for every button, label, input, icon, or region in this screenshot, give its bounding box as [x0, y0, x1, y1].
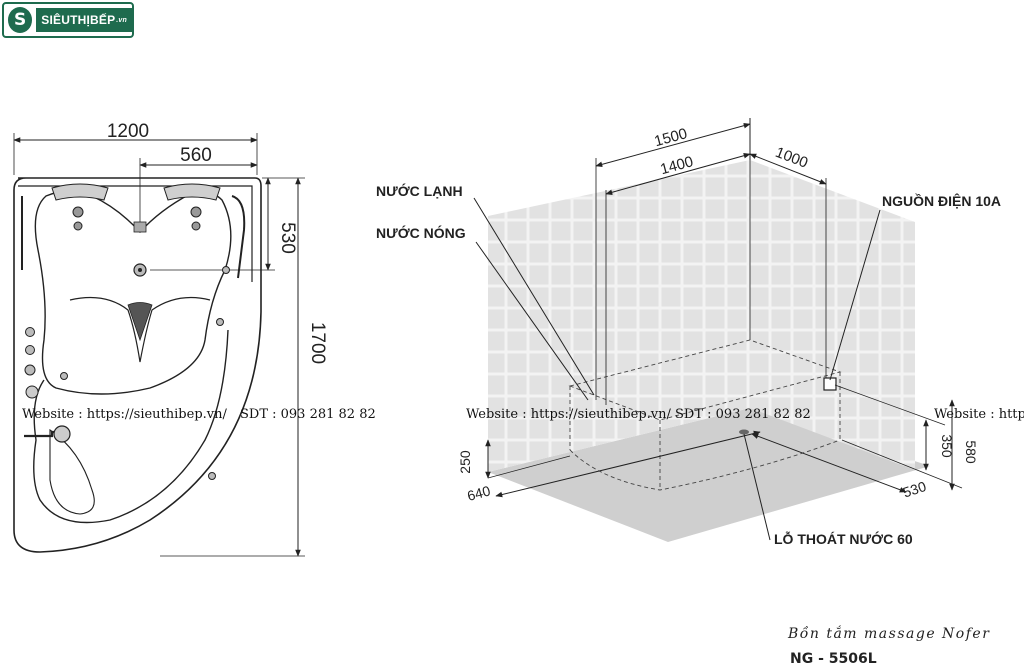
- product-code: NG - 5506L: [790, 651, 877, 667]
- jet-icon: [190, 206, 202, 218]
- product-name: Bồn tắm massage Nofer: [788, 626, 991, 642]
- dim-line-pipe-offset: [495, 430, 761, 498]
- control-knob-icon: [25, 385, 39, 399]
- control-knob-icon: [25, 327, 35, 337]
- faucet-handle-icon: [53, 425, 71, 443]
- tub-foot-well: [33, 329, 229, 524]
- leader-cold-water: [473, 197, 595, 396]
- jet-icon: [222, 266, 230, 274]
- jet-icon: [208, 472, 216, 480]
- tub-center-ridge: [127, 302, 153, 342]
- logo-brand: SIÊUTHỊBẾP.vn: [36, 8, 132, 32]
- logo-brand-text: SIÊUTHỊBẾP: [41, 13, 116, 27]
- dim-line-drain-offset: [751, 433, 907, 493]
- jet-icon: [191, 221, 201, 231]
- dim-length-label: 1700: [307, 322, 328, 364]
- jet-icon: [216, 318, 224, 326]
- label-hot-water: NƯỚC NÓNG: [376, 224, 466, 241]
- control-knob-icon: [24, 364, 36, 376]
- dim-pipe-offset-label: 640: [465, 482, 492, 504]
- label-cold-water: NƯỚC LẠNH: [376, 182, 463, 199]
- dim-wall-length-label: 1500: [653, 125, 690, 150]
- dim-tub-height-label: 580: [963, 440, 979, 464]
- tub-backrest-contour: [69, 297, 211, 363]
- label-drain: LỖ THOÁT NƯỚC 60: [774, 530, 913, 547]
- label-power: NGUỒN ĐIỆN 10A: [882, 192, 1001, 209]
- drain-outlet-center: [138, 268, 142, 272]
- dim-drain-offset-label: 530: [901, 478, 928, 501]
- headrest-left: [51, 183, 109, 201]
- watermark-website-phone: Website : https://sieuthibep.vn/ SDT : 0…: [466, 407, 811, 422]
- dim-pipe-height-label: 250: [457, 450, 473, 474]
- dim-line-wall-inner: [605, 152, 751, 196]
- tub-outer-shell: [13, 177, 262, 553]
- dim-outlet-label: 530: [277, 222, 298, 254]
- logo-mark-icon: S: [8, 7, 33, 33]
- grab-rail: [231, 195, 246, 279]
- installation-view: [473, 118, 963, 542]
- headrest-right: [163, 183, 221, 201]
- tub-plan-view: [13, 133, 305, 557]
- logo-suffix: .vn: [116, 16, 127, 24]
- dim-line-side-wall: [749, 153, 827, 185]
- jet-icon: [60, 372, 68, 380]
- dim-offset-label: 560: [180, 145, 212, 166]
- wall-tiles-side: [750, 160, 915, 470]
- jet-icon: [73, 221, 83, 231]
- overflow-icon: [133, 221, 147, 233]
- ext-line: [834, 384, 946, 426]
- power-socket-icon: [823, 377, 837, 391]
- tub-inner-basin: [34, 190, 232, 395]
- dim-socket-height-label: 350: [939, 434, 955, 458]
- dim-width-label: 1200: [107, 121, 149, 142]
- wall-tiles-back: [488, 160, 750, 472]
- watermark-website-cut: Website : http: [934, 407, 1024, 422]
- tub-footrest: [49, 428, 95, 515]
- leader-hot-water: [475, 241, 589, 401]
- watermark-website: Website : https://sieuthibep.vn/: [22, 407, 227, 422]
- dim-side-wall-label: 1000: [773, 144, 810, 172]
- site-logo[interactable]: S SIÊUTHỊBẾP.vn: [2, 2, 134, 38]
- leader-power: [829, 209, 881, 381]
- watermark-phone: SDT : 093 281 82 82: [240, 407, 376, 422]
- floor-drain-icon: [739, 429, 749, 435]
- control-knob-icon: [25, 345, 35, 355]
- jet-icon: [72, 206, 84, 218]
